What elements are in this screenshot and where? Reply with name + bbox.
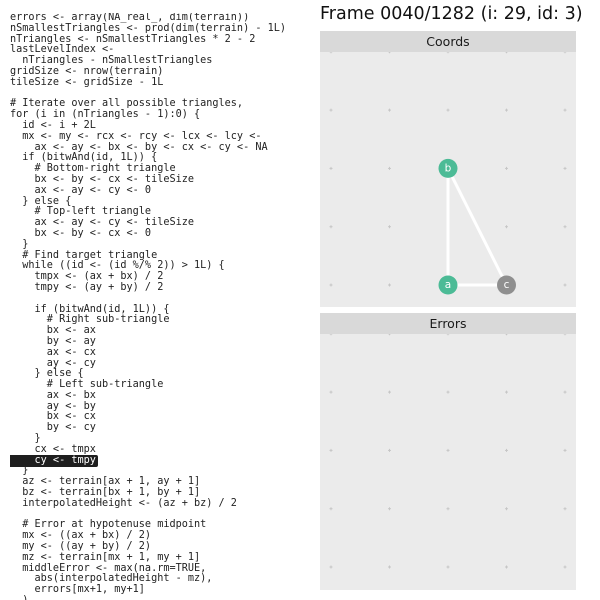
code-line: ax <- ay <- cy <- tileSize xyxy=(10,217,195,229)
code-line: tmpx <- (ax + bx) / 2 xyxy=(10,271,164,283)
code-line: ax <- cx xyxy=(10,346,96,358)
vertex-b: b xyxy=(438,158,458,178)
code-line: # Find target triangle xyxy=(10,249,158,261)
code-line: bz <- terrain[bx + 1, by + 1] xyxy=(10,487,201,499)
code-line: } else { xyxy=(10,195,72,207)
vertex-marker xyxy=(438,158,458,178)
code-line: if (bitwAnd(id, 1L)) { xyxy=(10,152,158,164)
coords-panel: Coords a b c xyxy=(320,31,576,307)
code-line: } else { xyxy=(10,368,84,380)
code-line: errors <- array(NA_real_, dim(terrain)) xyxy=(10,13,250,23)
code-line-text: cy <- tmpy xyxy=(10,454,96,466)
code-line: mx <- ((ax + bx) / 2) xyxy=(10,530,152,542)
code-line: # Error at hypotenuse midpoint xyxy=(10,519,207,531)
code-line: az <- terrain[ax + 1, ay + 1] xyxy=(10,476,201,488)
code-line: mz <- terrain[mx + 1, my + 1] xyxy=(10,551,201,563)
errors-panel-title: Errors xyxy=(320,313,576,334)
vertex-a: a xyxy=(438,275,458,295)
code-line: ax <- bx xyxy=(10,389,96,401)
frame-title: Frame 0040/1282 (i: 29, id: 3) xyxy=(320,4,583,24)
code-line: my <- ((ay + by) / 2) xyxy=(10,541,152,553)
code-line: cx <- tmpx xyxy=(10,443,96,455)
code-line: abs(interpolatedHeight - mz), xyxy=(10,573,213,585)
code-line: interpolatedHeight <- (az + bz) / 2 xyxy=(10,497,237,509)
code-line: by <- cy xyxy=(10,422,96,434)
errors-plot xyxy=(329,334,567,569)
code-line: for (i in (nTriangles - 1):0) { xyxy=(10,109,201,121)
code-line xyxy=(10,294,310,305)
coords-panel-title: Coords xyxy=(320,31,576,52)
code-line: nSmallestTriangles <- prod(dim(terrain) … xyxy=(10,22,287,34)
code-line: # Top-left triangle xyxy=(10,206,152,218)
code-line: ay <- cy xyxy=(10,357,96,369)
current-line-highlight xyxy=(10,454,99,467)
code-line: gridSize <- nrow(terrain) xyxy=(10,65,164,77)
code-listing: errors <- array(NA_real_, dim(terrain))n… xyxy=(10,13,310,600)
coords-plot: a b c xyxy=(329,52,567,295)
code-line: middleError <- max(na.rm=TRUE, xyxy=(10,562,207,574)
code-line: } xyxy=(10,238,29,250)
code-line-current: cy <- tmpy xyxy=(10,454,310,467)
vertex-marker xyxy=(497,275,516,295)
code-line: nTriangles - nSmallestTriangles xyxy=(10,55,213,67)
code-line: ax <- ay <- cy <- 0 xyxy=(10,184,152,196)
vertex-label: a xyxy=(445,279,451,291)
code-line: nTriangles <- nSmallestTriangles * 2 - 2 xyxy=(10,33,256,45)
triangle-edge-bc xyxy=(446,166,508,287)
code-line: mx <- my <- rcx <- rcy <- lcx <- lcy <- xyxy=(10,130,262,142)
code-line: bx <- ax xyxy=(10,325,96,337)
code-line: # Bottom-right triangle xyxy=(10,163,176,175)
code-line: tmpy <- (ay + by) / 2 xyxy=(10,281,164,293)
vertex-label: c xyxy=(504,279,510,291)
code-line: ax <- ay <- bx <- by <- cx <- cy <- NA xyxy=(10,141,268,153)
code-line: id <- i + 2L xyxy=(10,119,96,131)
vertex-c: c xyxy=(497,275,516,295)
code-line: tileSize <- gridSize - 1L xyxy=(10,76,164,88)
code-line: } xyxy=(10,465,29,477)
code-line: } xyxy=(10,433,41,445)
code-line: # Left sub-triangle xyxy=(10,379,164,391)
code-line: ay <- by xyxy=(10,400,96,412)
code-line: by <- ay xyxy=(10,335,96,347)
code-line: bx <- by <- cx <- tileSize xyxy=(10,173,195,185)
code-line: errors[mx+1, my+1] xyxy=(10,584,145,596)
code-line: bx <- by <- cx <- 0 xyxy=(10,227,152,239)
code-line: ) xyxy=(10,595,310,600)
code-line: # Iterate over all possible triangles, xyxy=(10,98,244,110)
code-line: # Right sub-triangle xyxy=(10,314,170,326)
code-line: while ((id <- (id %/% 2)) > 1L) { xyxy=(10,260,225,272)
vertex-marker xyxy=(438,275,458,295)
code-line: lastLevelIndex <- xyxy=(10,44,115,56)
errors-panel: Errors xyxy=(320,313,576,590)
code-line: bx <- cx xyxy=(10,411,96,423)
vertex-label: b xyxy=(445,162,452,174)
code-line: if (bitwAnd(id, 1L)) { xyxy=(10,303,170,315)
